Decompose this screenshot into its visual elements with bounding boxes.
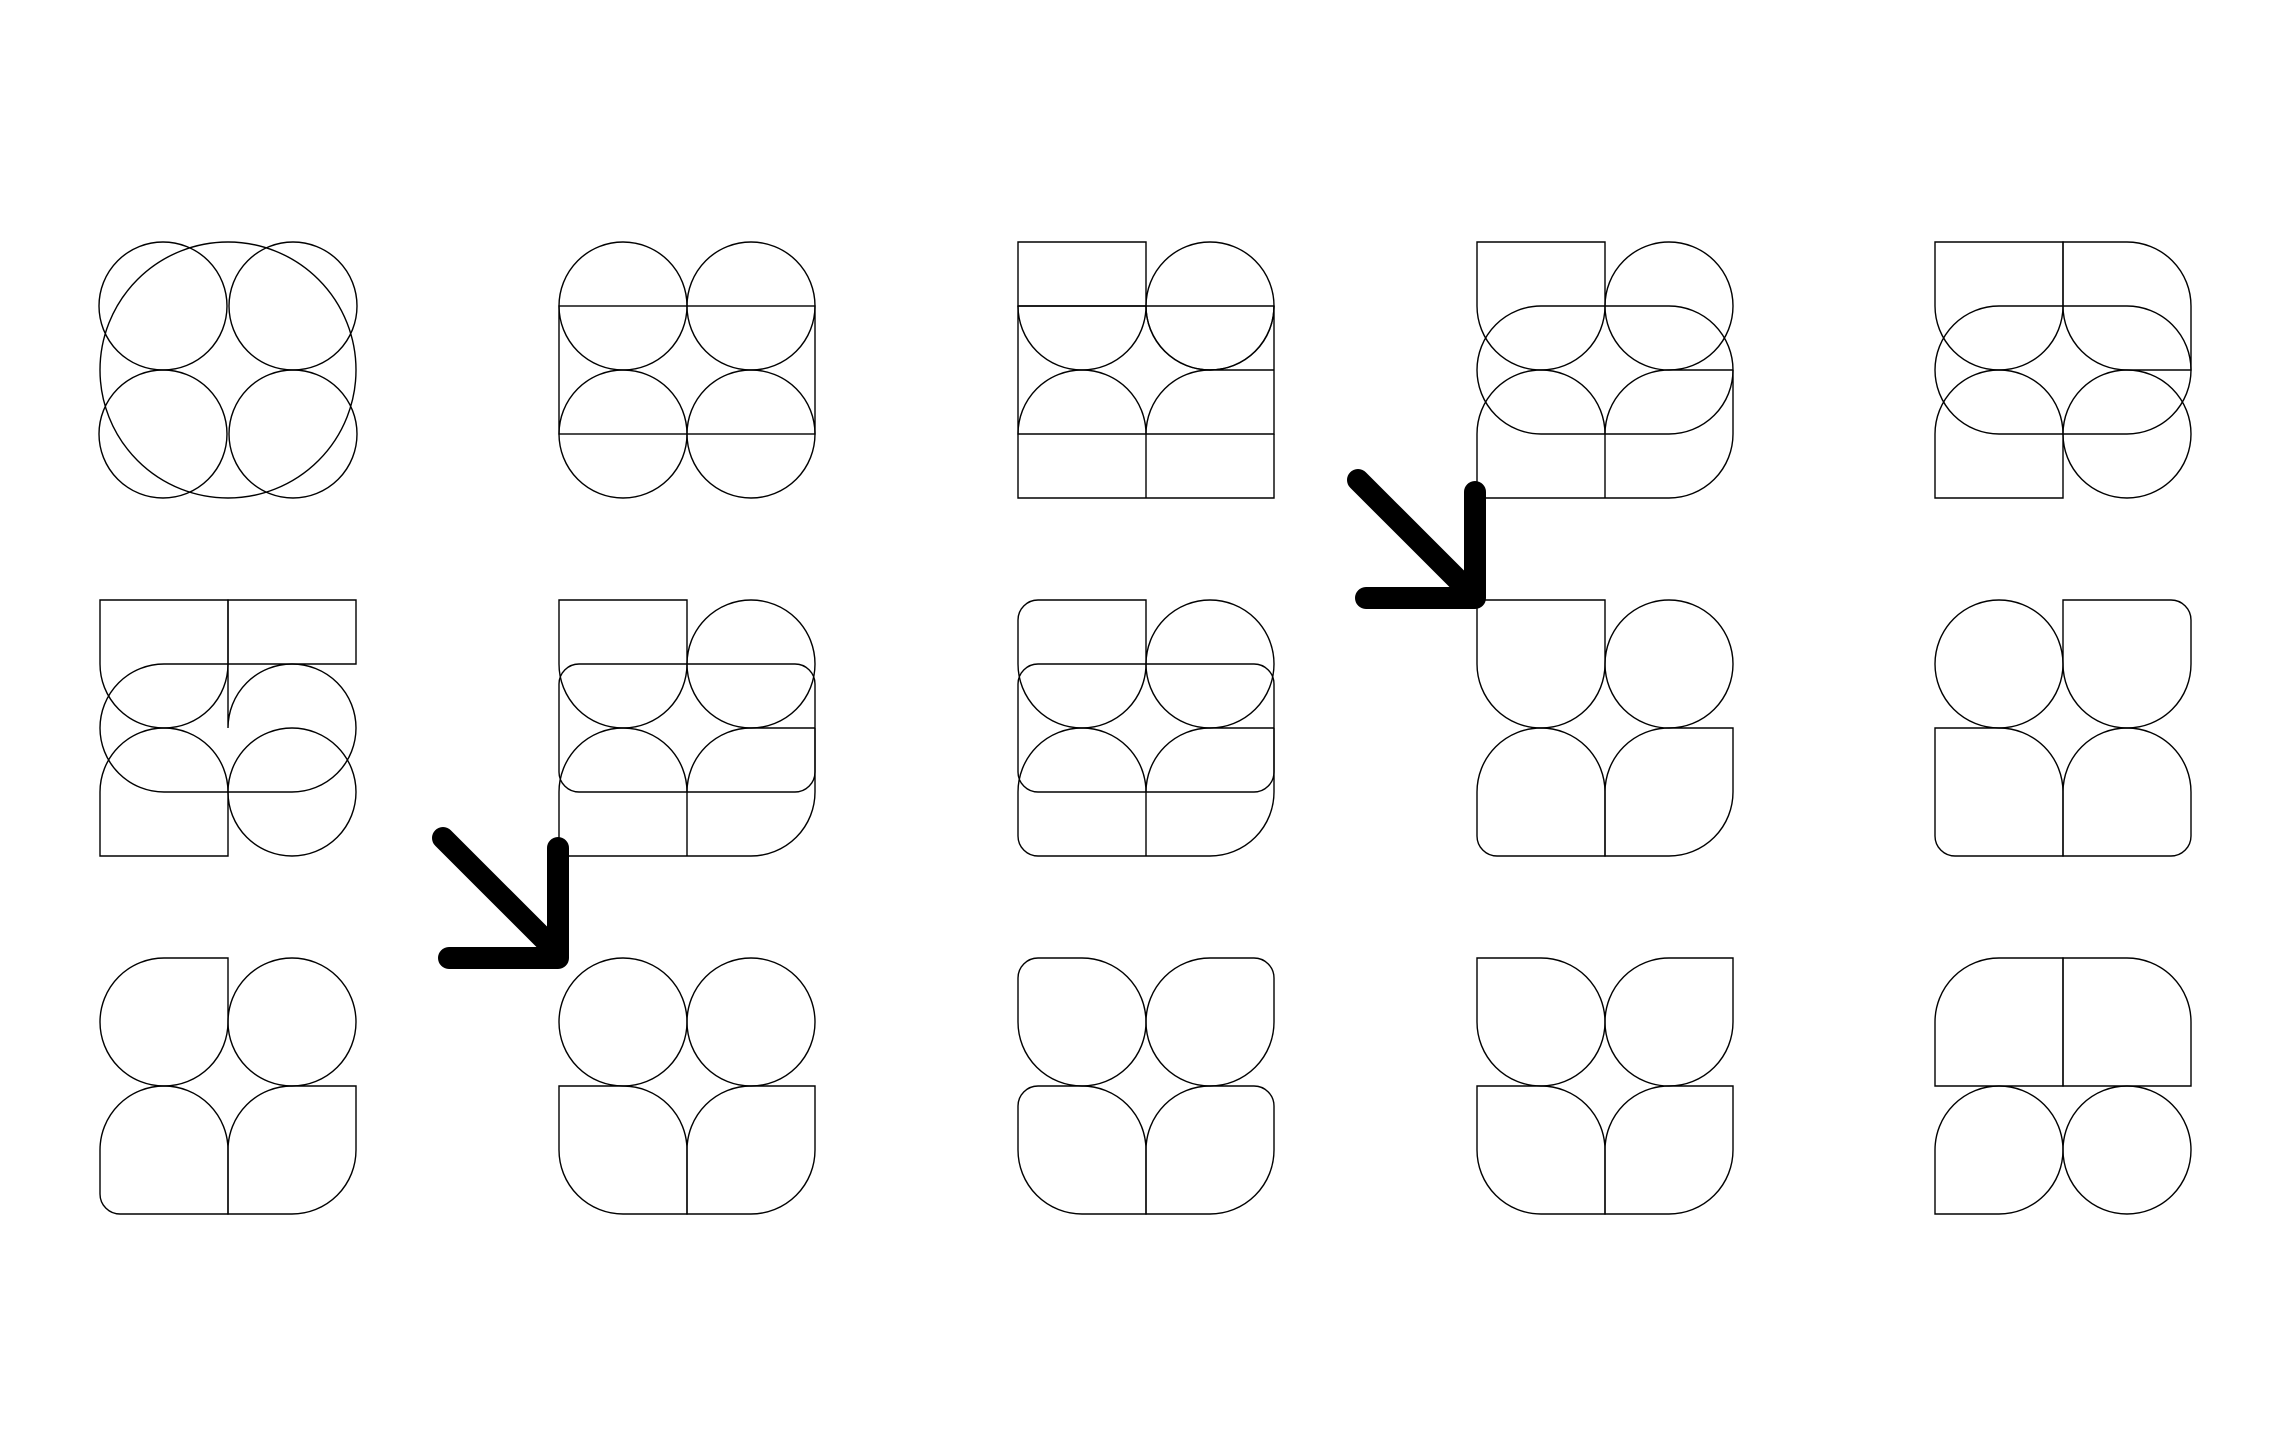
figure-r3c3	[1017, 957, 1275, 1215]
arrow-1	[1347, 469, 1486, 609]
figure-r2c4	[1476, 599, 1734, 857]
figure-r3c4	[1476, 957, 1734, 1215]
figure-r1c4	[1476, 241, 1734, 499]
figure-r1c2	[558, 241, 816, 499]
figure-r3c2	[558, 957, 816, 1215]
figure-r2c3	[1017, 599, 1275, 857]
figure-r1c1	[98, 241, 358, 499]
figure-r3c5	[1934, 957, 2192, 1215]
figure-r1c3	[1017, 241, 1275, 499]
figure-r2c5	[1934, 599, 2192, 857]
figure-r2c2	[558, 599, 816, 857]
figure-r3c1	[99, 957, 357, 1215]
figure-r2c1	[99, 599, 357, 857]
arrow-2	[432, 827, 569, 969]
figure-r1c5	[1934, 241, 2192, 499]
